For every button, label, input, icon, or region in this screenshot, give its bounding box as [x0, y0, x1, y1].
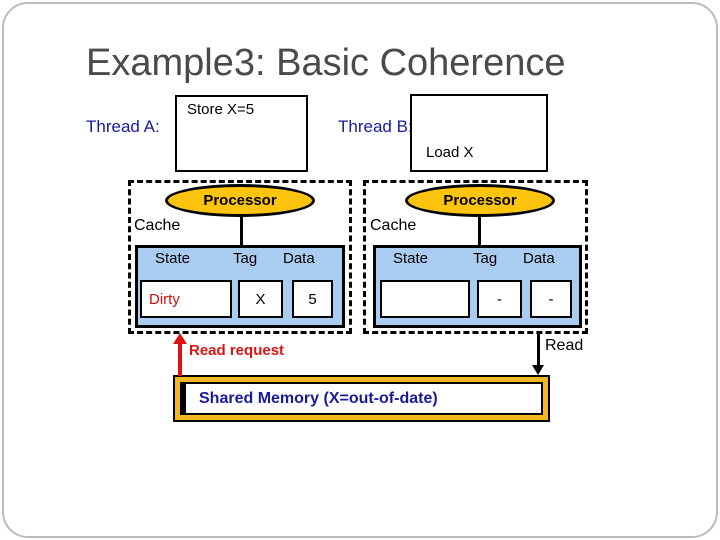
- shared-memory-label: Shared Memory (X=out-of-date): [199, 389, 438, 407]
- cache-a-header-state: State: [155, 250, 191, 267]
- cache-b-tag-cell: -: [477, 280, 522, 318]
- cpu-a-bus-line: [240, 216, 243, 246]
- cpu-b-bus-line: [478, 216, 481, 246]
- thread-a-code: Store X=5: [187, 101, 255, 118]
- cache-b-table: State Tag Data - -: [373, 245, 582, 328]
- cpu-a-group-box: [128, 180, 352, 334]
- cpu-b-processor-ellipse: Processor: [405, 184, 555, 217]
- cache-a-data-value: 5: [308, 290, 317, 308]
- cpu-b-group-box: [363, 180, 588, 334]
- shared-memory-inner: Shared Memory (X=out-of-date): [180, 382, 543, 415]
- read-request-arrow-line: [178, 342, 182, 376]
- cache-b-data-cell: -: [530, 280, 572, 318]
- cache-a-data-cell: 5: [292, 280, 333, 318]
- cache-b-tag-value: -: [497, 290, 502, 308]
- cache-a-header-data: Data: [283, 250, 315, 267]
- cpu-b-processor-label: Processor: [443, 192, 517, 209]
- read-arrowhead-icon: [532, 365, 544, 375]
- cache-a-label: Cache: [134, 217, 181, 234]
- cache-b-header-data: Data: [523, 250, 555, 267]
- cache-a-state-cell: Dirty: [140, 280, 232, 318]
- thread-a-code-box: Store X=5: [175, 95, 308, 172]
- cache-b-header-tag: Tag: [473, 250, 498, 267]
- shared-memory-box: Shared Memory (X=out-of-date): [173, 375, 550, 422]
- cache-a-header-tag: Tag: [233, 250, 258, 267]
- read-request-arrowhead-icon: [173, 333, 187, 344]
- cpu-a-processor-ellipse: Processor: [165, 184, 315, 217]
- read-arrow-line: [537, 332, 540, 366]
- cache-b-state-cell: [380, 280, 470, 318]
- cache-b-data-value: -: [548, 290, 554, 308]
- cache-b-header-state: State: [393, 250, 429, 267]
- cache-a-tag-cell: X: [238, 280, 283, 318]
- thread-b-code-box: Load X: [410, 94, 548, 172]
- cache-b-label: Cache: [370, 217, 417, 234]
- cache-a-state-value: Dirty: [149, 290, 180, 308]
- thread-a-label: Thread A:: [86, 117, 160, 136]
- thread-b-label: Thread B:: [338, 117, 413, 136]
- thread-b-code: Load X: [426, 144, 474, 161]
- cpu-a-processor-label: Processor: [203, 192, 277, 209]
- cache-a-table: State Tag Data Dirty X 5: [135, 245, 345, 328]
- cache-a-tag-value: X: [255, 290, 266, 308]
- slide-title: Example3: Basic Coherence: [86, 42, 566, 84]
- read-label: Read: [545, 337, 584, 354]
- read-request-label: Read request: [189, 342, 285, 359]
